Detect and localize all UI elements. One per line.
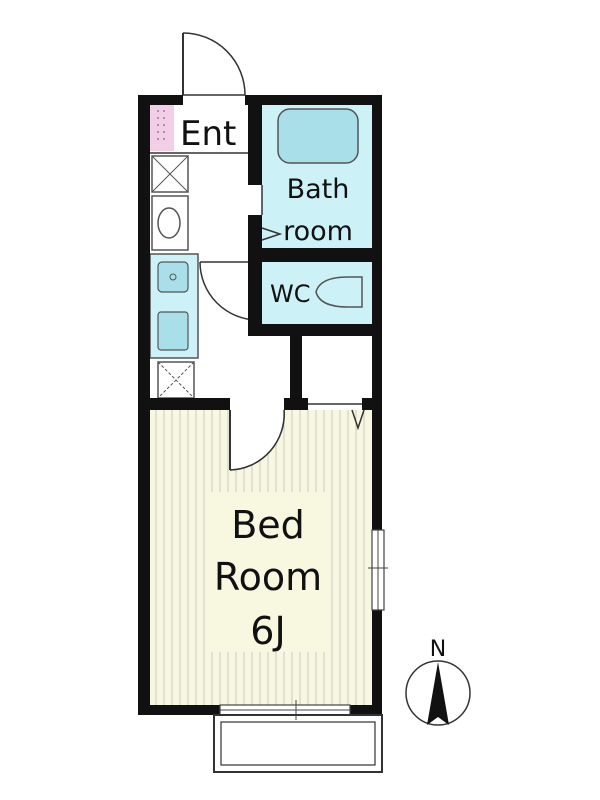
bedroom-label-line1: Bed: [231, 503, 305, 547]
closet-door: [308, 403, 365, 431]
kitchen-sink: [157, 261, 189, 293]
toilet: [315, 276, 363, 308]
storage-box-top: [151, 155, 189, 193]
entrance-label: Ent: [180, 114, 236, 154]
walls: [138, 95, 382, 715]
wc-label: WC: [270, 280, 311, 308]
stove: [157, 311, 189, 351]
north-arrow-icon: [427, 662, 449, 725]
bedroom-label-line2: Room: [214, 555, 322, 599]
washer-space: [151, 195, 189, 251]
bedroom-door: [229, 409, 285, 471]
bedroom-label-panel: [210, 492, 328, 652]
bathroom-label-line2: room: [283, 216, 353, 247]
kitchen-counter: [149, 253, 199, 359]
shoe-cabinet: [150, 103, 174, 151]
closet: [302, 336, 372, 402]
balcony: [213, 714, 383, 773]
wc-door-swing: [199, 261, 259, 321]
north-label: N: [430, 637, 446, 662]
compass: N: [405, 637, 471, 726]
compass-circle: [405, 660, 471, 726]
front-door: [182, 32, 246, 96]
shoe-cabinet-dots: [157, 110, 165, 140]
side-window: [368, 529, 388, 611]
bathroom-label-line1: Bath: [287, 174, 350, 205]
bathtub: [277, 108, 359, 164]
bath-door: [261, 185, 283, 241]
bedroom-size-label: 6J: [250, 609, 285, 653]
floor-stripes: [155, 410, 365, 705]
storage-box-bottom: [157, 361, 195, 399]
